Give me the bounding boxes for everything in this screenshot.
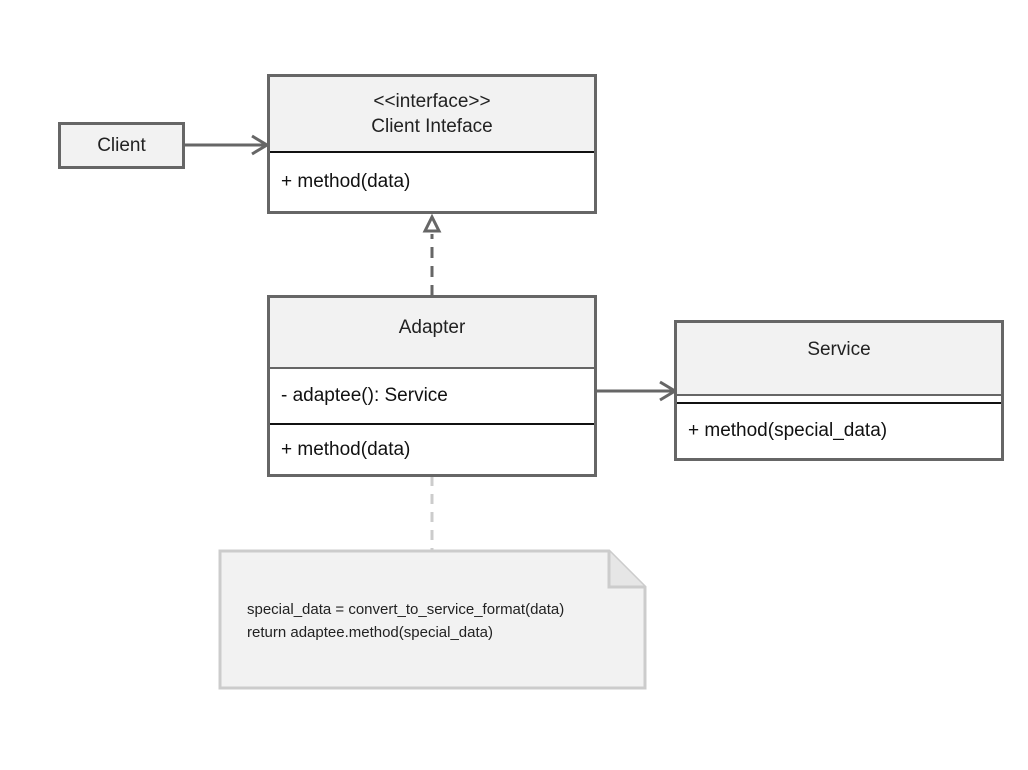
adapter-divider-bottom (270, 423, 594, 425)
service-methods: + method(special_data) (677, 404, 1001, 458)
client-interface-name: Client Inteface (371, 116, 493, 137)
adapter-field: - adaptee(): Service (281, 385, 448, 406)
interface-stereotype: <<interface>> (373, 91, 491, 112)
adapter-methods: + method(data) (270, 425, 594, 475)
service-method: + method(special_data) (688, 420, 888, 441)
realization-arrowhead (422, 213, 442, 233)
client-interface-class: <<interface>> Client Inteface + method(d… (267, 74, 597, 214)
note-shape (218, 549, 647, 690)
service-header: Service (677, 323, 1001, 394)
adapter-fields: - adaptee(): Service (270, 369, 594, 423)
service-divider-top (677, 394, 1001, 396)
adapter-header: Adapter (270, 298, 594, 367)
note-text: special_data = convert_to_service_format… (247, 598, 564, 644)
adapter-class: Adapter - adaptee(): Service + method(da… (267, 295, 597, 477)
service-name: Service (807, 339, 871, 360)
note-line-1: special_data = convert_to_service_format… (247, 601, 565, 618)
service-divider-bottom (677, 402, 1001, 404)
client-box: Client (58, 122, 185, 169)
adapter-divider-top (270, 367, 594, 369)
client-interface-header: <<interface>> Client Inteface (270, 77, 594, 151)
client-interface-methods: + method(data) (270, 153, 594, 211)
client-interface-method: + method(data) (281, 171, 411, 192)
service-class: Service + method(special_data) (674, 320, 1004, 461)
note-line-2: return adaptee.method(special_data) (247, 624, 493, 641)
note-fold (607, 551, 645, 589)
adapter-method: + method(data) (281, 439, 411, 460)
client-interface-divider (270, 151, 594, 153)
adapter-name: Adapter (398, 317, 466, 338)
client-label: Client (97, 134, 146, 156)
